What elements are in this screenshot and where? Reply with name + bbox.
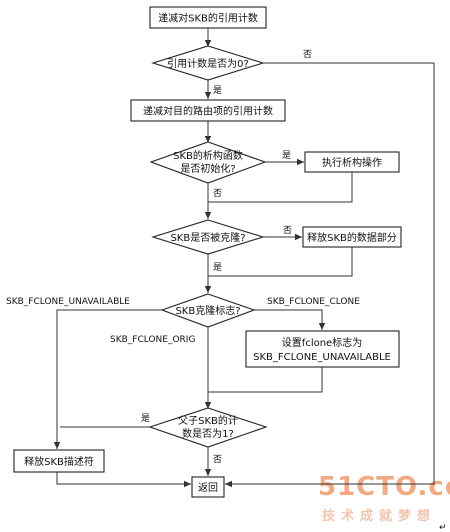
node-end: 返回: [191, 476, 225, 498]
label-destructor-yes: 是: [282, 150, 291, 161]
decision-destructor-diamond: [149, 141, 267, 184]
decision-parent: 父子SKB的计 数是否为1?: [148, 407, 268, 448]
decision-parent-label-1: 父子SKB的计: [178, 414, 238, 427]
node-end-box: [191, 476, 225, 498]
node-set-fclone-box: [245, 330, 400, 368]
edge-release-return: [208, 247, 353, 277]
node-start: 递减对SKB的引用计数: [149, 6, 267, 29]
node-set-fclone: 设置fclone标志为 SKB_FCLONE_UNAVAILABLE: [245, 330, 400, 368]
edge-desc-to-return: [56, 472, 191, 488]
edge-setflag-return: [208, 367, 323, 393]
node-set-fclone-label-2: SKB_FCLONE_UNAVAILABLE: [253, 352, 391, 363]
label-fclone-unavailable: SKB_FCLONE_UNAVAILABLE: [6, 297, 130, 307]
watermark-sub: 技术成就梦想: [322, 508, 436, 524]
node-release-data: 释放SKB的数据部分: [302, 226, 402, 248]
decision-cloned-diamond: [151, 219, 265, 255]
node-start-label: 递减对SKB的引用计数: [158, 12, 258, 25]
decision-fclone-diamond: [160, 293, 256, 328]
connectors: [53, 28, 435, 488]
node-end-label: 返回: [198, 482, 218, 494]
edge-fclone-unavailable: [53, 309, 162, 449]
decision-destructor-label-1: SKB的析构函数: [173, 149, 243, 162]
decision-parent-diamond: [148, 407, 268, 448]
label-cloned-yes: 是: [213, 262, 222, 273]
label-fclone-orig: SKB_FCLONE_ORIG: [110, 335, 195, 345]
node-release-data-label: 释放SKB的数据部分: [307, 231, 397, 244]
node-set-fclone-label-1: 设置fclone标志为: [282, 336, 362, 349]
node-exec-destructor: 执行析构操作: [304, 151, 400, 173]
edge-exec-return: [208, 172, 353, 203]
decision-parent-label-2: 数是否为1?: [182, 427, 234, 440]
node-dec-dst: 递减对目的路由项的引用计数: [130, 99, 286, 122]
decision-refcount: 引用计数是否为0?: [151, 45, 265, 81]
label-parent-no: 否: [213, 454, 222, 465]
decision-cloned-label: SKB是否被克隆?: [170, 231, 245, 244]
decision-destructor: SKB的析构函数 是否初始化?: [149, 141, 267, 184]
node-dec-dst-label: 递减对目的路由项的引用计数: [143, 105, 273, 118]
decision-refcount-diamond: [151, 45, 265, 81]
decision-destructor-label-2: 是否初始化?: [180, 162, 235, 175]
decision-fclone-label: SKB克隆标志?: [175, 304, 240, 317]
decision-fclone: SKB克隆标志?: [160, 293, 256, 328]
label-refcount-no: 否: [303, 49, 312, 60]
node-release-data-box: [302, 226, 402, 248]
node-release-desc-label: 释放SKB描述符: [24, 455, 94, 468]
node-exec-destructor-box: [304, 151, 400, 173]
label-cloned-no: 否: [283, 225, 292, 236]
node-release-desc: 释放SKB描述符: [13, 449, 105, 473]
edge-refcount-no: [225, 62, 435, 488]
node-release-desc-box: [13, 449, 105, 473]
node-exec-destructor-label: 执行析构操作: [322, 156, 382, 169]
label-parent-yes: 是: [141, 413, 150, 424]
decision-cloned: SKB是否被克隆?: [151, 219, 265, 255]
edge-fclone-clone: [254, 309, 326, 330]
watermark: 51CTO.com 技术成就梦想: [318, 472, 450, 524]
node-start-box: [149, 6, 267, 29]
return-mark: ↵: [439, 523, 447, 532]
label-fclone-clone: SKB_FCLONE_CLONE: [267, 297, 360, 307]
label-destructor-no: 否: [213, 188, 222, 199]
edge-labels: 否 是 是 否 否 是 SKB_FCLONE_UNAVAILABLE SKB_F…: [6, 49, 447, 532]
node-dec-dst-box: [130, 99, 286, 122]
label-refcount-yes: 是: [213, 85, 222, 96]
watermark-main: 51CTO.com: [318, 472, 450, 502]
decision-refcount-label: 引用计数是否为0?: [167, 57, 249, 70]
